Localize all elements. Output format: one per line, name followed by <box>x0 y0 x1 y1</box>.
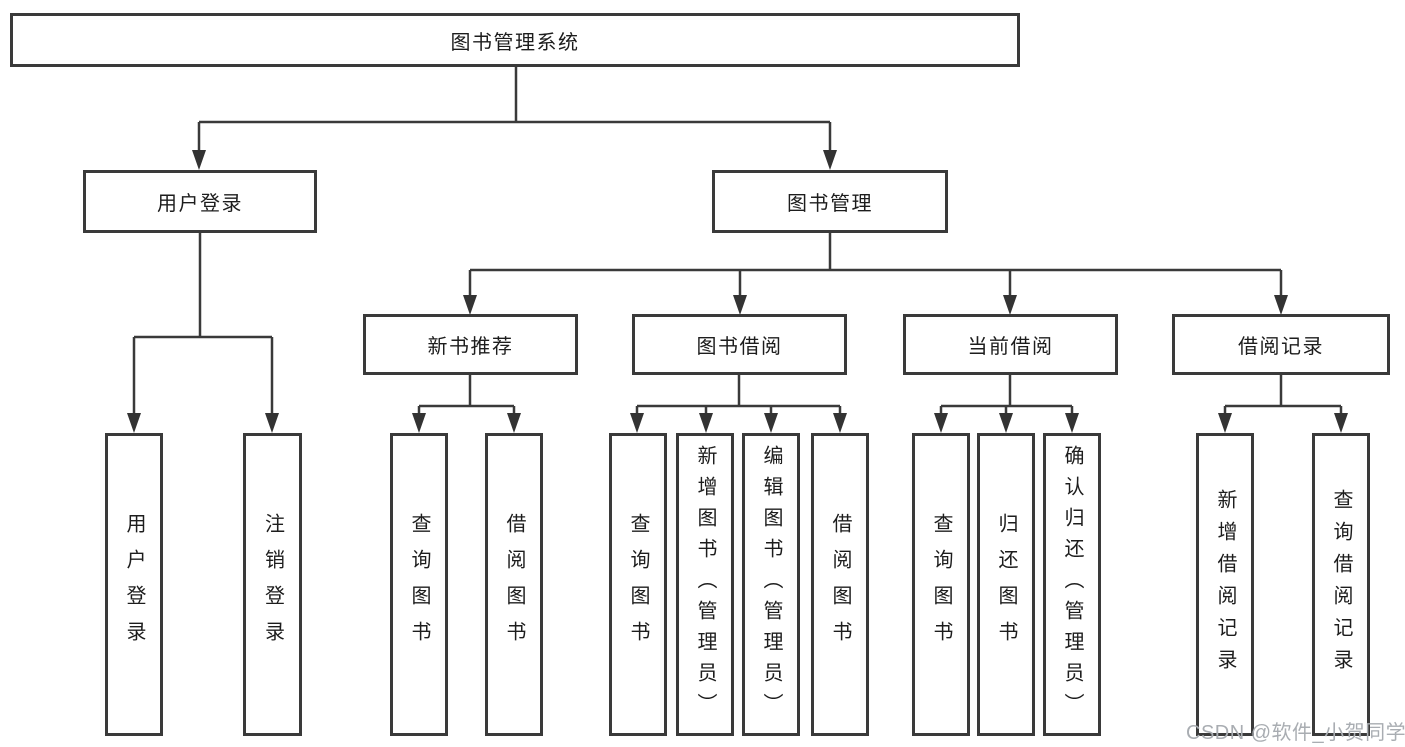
node-borrow-records: 借阅记录 <box>1172 314 1390 375</box>
node-book-management: 图书管理 <box>712 170 948 233</box>
node-user-login-label: 用户登录 <box>157 193 243 215</box>
leaf-cb-query-books: 查询图书 <box>912 433 970 736</box>
leaf-bb-add-books-admin-label: 新增图书（管理员） <box>694 445 716 724</box>
leaf-bb-borrow-books-label: 借阅图书 <box>829 512 851 657</box>
arrowhead <box>833 413 847 433</box>
csdn-watermark: CSDN @软件_小贺同学 <box>1186 722 1405 744</box>
leaf-cb-confirm-return-admin-label: 确认归还（管理员） <box>1061 445 1083 724</box>
node-library-system: 图书管理系统 <box>10 13 1020 67</box>
leaf-logout: 注销登录 <box>243 433 302 736</box>
node-current-borrow-label: 当前借阅 <box>967 336 1054 358</box>
arrowhead <box>733 295 747 315</box>
leaf-bb-edit-books-admin-label: 编辑图书（管理员） <box>760 445 782 724</box>
arrowhead <box>934 413 948 433</box>
arrowhead <box>192 150 206 170</box>
arrowhead <box>412 413 426 433</box>
node-book-borrow: 图书借阅 <box>632 314 847 375</box>
leaf-cb-query-books-label: 查询图书 <box>930 512 952 657</box>
arrowhead <box>265 413 279 433</box>
node-new-book-recommend: 新书推荐 <box>363 314 578 375</box>
arrowhead <box>699 413 713 433</box>
leaf-bb-borrow-books: 借阅图书 <box>811 433 869 736</box>
leaf-bb-edit-books-admin: 编辑图书（管理员） <box>742 433 800 736</box>
arrowhead <box>764 413 778 433</box>
arrowhead <box>1003 295 1017 315</box>
edge-bookborrow-to-leaves <box>635 375 842 416</box>
node-new-book-recommend-label: 新书推荐 <box>427 336 514 358</box>
arrowhead <box>999 413 1013 433</box>
arrowhead <box>463 295 477 315</box>
edge-bookmgmt-to-level3 <box>468 233 1283 297</box>
leaf-nb-query-books: 查询图书 <box>390 433 448 736</box>
leaf-br-add-record: 新增借阅记录 <box>1196 433 1254 736</box>
edge-currentborrow-to-leaves <box>939 375 1074 416</box>
arrowhead <box>1334 413 1348 433</box>
leaf-br-query-record: 查询借阅记录 <box>1312 433 1370 736</box>
leaf-user-login: 用户登录 <box>105 433 163 736</box>
leaf-bb-query-books-label: 查询图书 <box>627 512 649 657</box>
node-user-login: 用户登录 <box>83 170 317 233</box>
edge-root-to-level2 <box>197 67 832 152</box>
leaf-cb-confirm-return-admin: 确认归还（管理员） <box>1043 433 1101 736</box>
node-book-borrow-label: 图书借阅 <box>696 336 783 358</box>
leaf-bb-query-books: 查询图书 <box>609 433 667 736</box>
arrowhead <box>630 413 644 433</box>
edge-userlogin-to-leaves <box>132 233 274 415</box>
leaf-nb-borrow-books-label: 借阅图书 <box>503 512 525 657</box>
leaf-bb-add-books-admin: 新增图书（管理员） <box>676 433 734 736</box>
arrowhead <box>507 413 521 433</box>
leaf-nb-borrow-books: 借阅图书 <box>485 433 543 736</box>
node-borrow-records-label: 借阅记录 <box>1238 336 1324 358</box>
arrowhead <box>1218 413 1232 433</box>
edge-newbook-to-leaves <box>417 375 516 416</box>
node-current-borrow: 当前借阅 <box>903 314 1118 375</box>
edge-records-to-leaves <box>1223 375 1343 416</box>
arrowhead <box>1274 295 1288 315</box>
leaf-logout-label: 注销登录 <box>261 512 284 657</box>
node-library-system-label: 图书管理系统 <box>450 31 580 54</box>
leaf-br-add-record-label: 新增借阅记录 <box>1214 488 1236 681</box>
node-book-management-label: 图书管理 <box>787 193 873 215</box>
leaf-br-query-record-label: 查询借阅记录 <box>1330 488 1352 681</box>
arrowhead <box>823 150 837 170</box>
leaf-nb-query-books-label: 查询图书 <box>408 512 430 657</box>
arrowhead <box>1065 413 1079 433</box>
leaf-user-login-label: 用户登录 <box>123 512 145 657</box>
arrowhead <box>127 413 141 433</box>
leaf-cb-return-books: 归还图书 <box>977 433 1035 736</box>
leaf-cb-return-books-label: 归还图书 <box>995 512 1017 657</box>
